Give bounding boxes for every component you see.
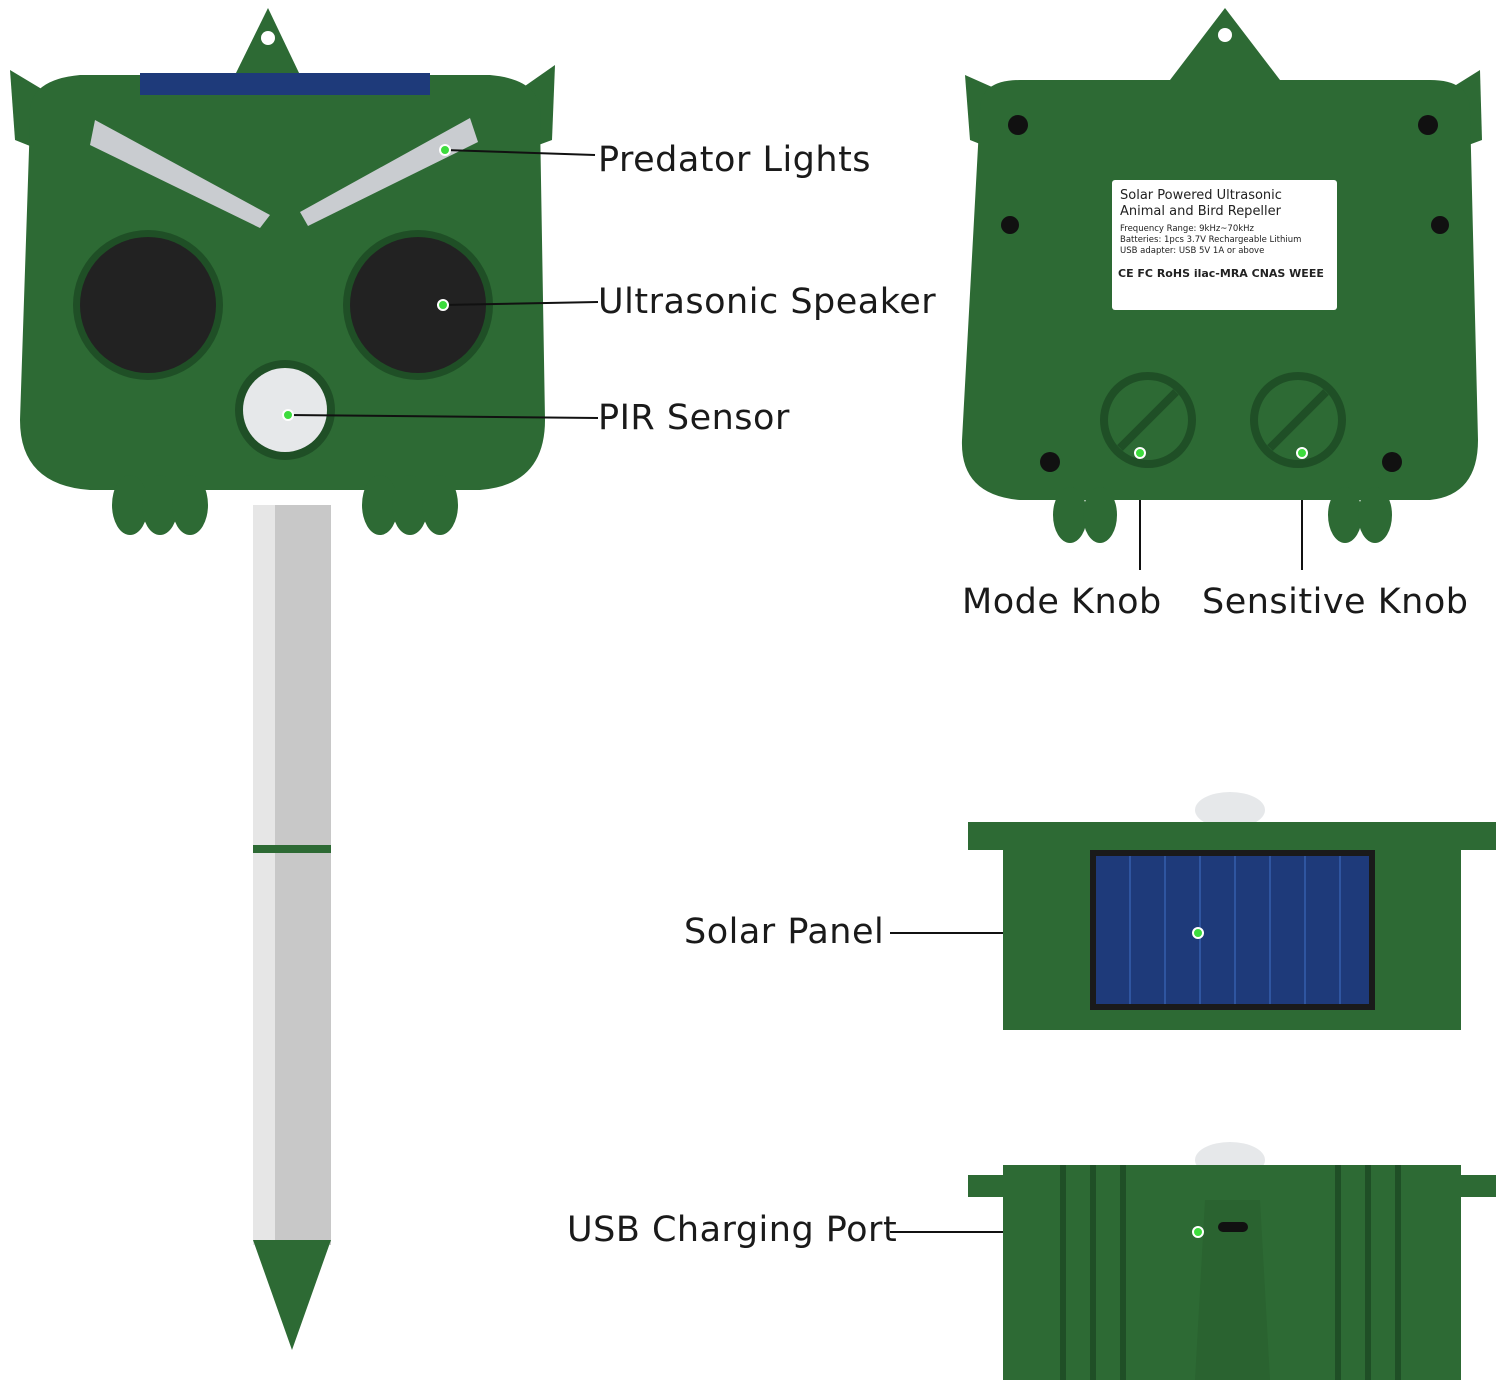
label-usb-charging-port: USB Charging Port [567,1210,898,1250]
sticker-spec-batteries: Batteries: 1pcs 3.7V Rechargeable Lithiu… [1120,235,1302,245]
label-sensitive-knob: Sensitive Knob [1202,582,1469,622]
label-ultrasonic-speaker: Ultrasonic Speaker [598,282,937,322]
label-pir-sensor: PIR Sensor [598,398,790,438]
sticker-title-2: Animal and Bird Repeller [1120,204,1282,219]
top-view [968,792,1496,1030]
certification-logos: CE FC RoHS ilac-MRA CNAS WEEE [1118,267,1324,280]
front-view [10,8,555,1350]
bottom-view [968,1142,1496,1380]
sticker-title-1: Solar Powered Ultrasonic [1120,188,1282,203]
sticker-spec-usb: USB adapter: USB 5V 1A or above [1120,246,1265,256]
label-solar-panel: Solar Panel [684,912,885,952]
label-predator-lights: Predator Lights [598,140,872,180]
label-mode-knob: Mode Knob [962,582,1162,622]
sticker-spec-frequency: Frequency Range: 9kHz~70kHz [1120,224,1255,234]
marker-dots [282,144,1308,1238]
